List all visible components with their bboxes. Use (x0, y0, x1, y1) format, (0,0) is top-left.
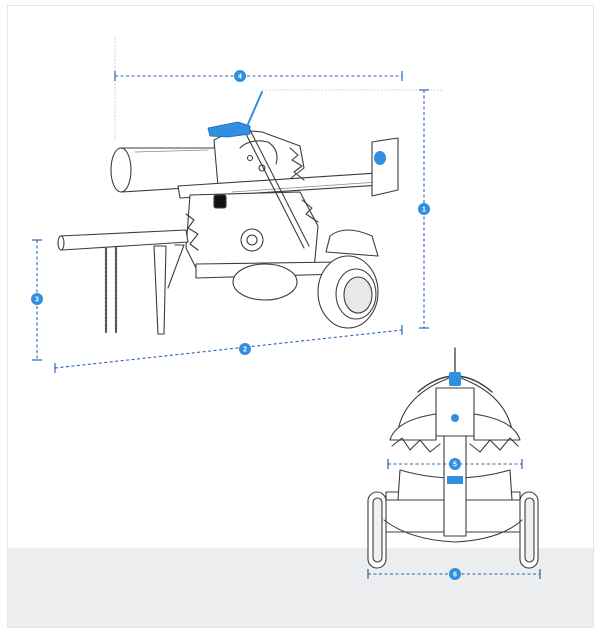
dimension-end-ticks (32, 71, 541, 579)
dimension-badge-2: 2 (239, 343, 251, 355)
wedge-marker-icon (374, 151, 386, 165)
image-frame (7, 5, 594, 628)
floor-band (8, 548, 593, 627)
badge-circle (449, 568, 461, 580)
dimension-badge-3: 3 (31, 293, 43, 305)
badge-circle (418, 203, 430, 215)
control-lever-handle (247, 91, 263, 125)
dimension-badge-5: 5 (449, 458, 461, 470)
rear-view-splitter (367, 347, 539, 569)
badge-label: 6 (453, 572, 457, 579)
badge-circle (31, 293, 43, 305)
dimension-badge-4: 4 (234, 70, 246, 82)
badge-label: 2 (243, 347, 247, 354)
dimension-line-length (54, 329, 403, 369)
badge-label: 4 (238, 74, 242, 81)
badge-label: 1 (422, 207, 426, 214)
badge-circle (234, 70, 246, 82)
control-valve-handle-icon (207, 121, 251, 138)
badge-label: 5 (453, 462, 457, 469)
rear-valve-icon (449, 372, 461, 386)
side-view-splitter (57, 37, 445, 335)
dimension-badge-6: 6 (449, 568, 461, 580)
rear-beam-marker-icon (451, 414, 459, 422)
rear-plate-icon (447, 476, 463, 484)
badge-circle (239, 343, 251, 355)
badge-label: 3 (35, 297, 39, 304)
dimension-badge-1: 1 (418, 203, 430, 215)
badge-circle (449, 458, 461, 470)
